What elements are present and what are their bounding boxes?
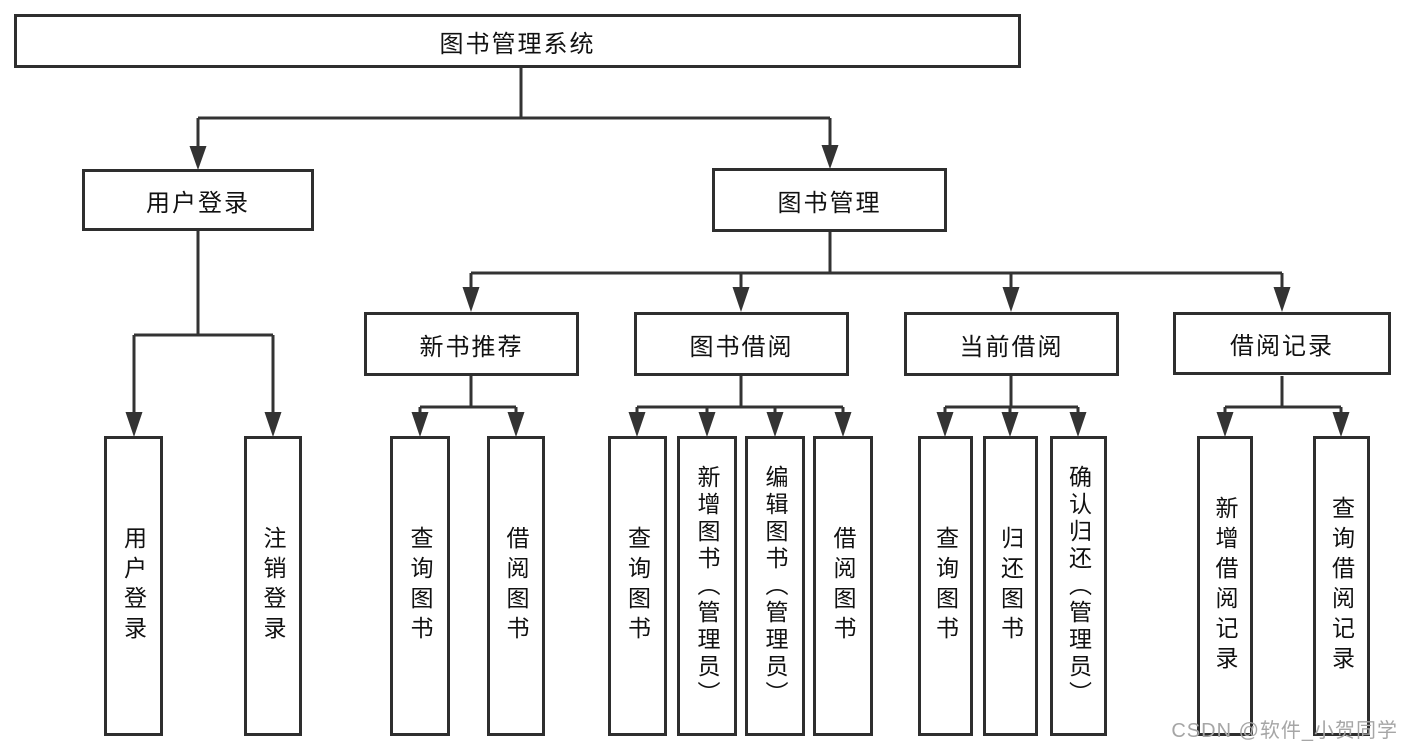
leaf-label: 新增图书（管理员） [694, 464, 720, 708]
leaf-label: 确认归还（管理员） [1065, 464, 1092, 708]
leaf-query-borrow-record: 查询借阅记录 [1313, 436, 1370, 736]
leaf-return-book: 归还图书 [983, 436, 1038, 736]
node-user-login: 用户登录 [82, 169, 314, 231]
leaf-label: 新增借阅记录 [1212, 496, 1238, 676]
node-borrow-record-label: 借阅记录 [1230, 333, 1334, 360]
leaf-borrow-book: 借阅图书 [813, 436, 873, 736]
leaf-label: 编辑图书（管理员） [762, 464, 788, 708]
arrowheads [125, 145, 1350, 437]
node-book-mgmt: 图书管理 [712, 168, 947, 232]
leaf-label: 注销登录 [260, 526, 286, 646]
leaf-logout: 注销登录 [244, 436, 302, 736]
node-current-borrow: 当前借阅 [904, 312, 1119, 376]
leaf-current-query-book: 查询图书 [918, 436, 973, 736]
leaf-add-borrow-record: 新增借阅记录 [1197, 436, 1253, 736]
leaf-rec-query-book: 查询图书 [390, 436, 450, 736]
leaf-edit-book-admin: 编辑图书（管理员） [745, 436, 805, 736]
leaf-label: 查询图书 [624, 526, 651, 646]
leaf-confirm-return-admin: 确认归还（管理员） [1050, 436, 1107, 736]
leaf-add-book-admin: 新增图书（管理员） [677, 436, 737, 736]
node-book-borrow: 图书借阅 [634, 312, 849, 376]
node-root: 图书管理系统 [14, 14, 1021, 68]
leaf-rec-borrow-book: 借阅图书 [487, 436, 545, 736]
leaf-label: 查询图书 [932, 526, 959, 646]
leaf-label: 借阅图书 [503, 526, 529, 646]
tree-edges [132, 68, 1343, 416]
leaf-label: 借阅图书 [830, 526, 856, 646]
node-user-login-label: 用户登录 [146, 189, 250, 217]
leaf-borrow-query-book: 查询图书 [608, 436, 667, 736]
leaf-label: 归还图书 [997, 526, 1024, 646]
node-new-book-rec-label: 新书推荐 [419, 333, 524, 361]
node-book-mgmt-label: 图书管理 [777, 189, 882, 217]
node-root-label: 图书管理系统 [439, 30, 596, 58]
node-book-borrow-label: 图书借阅 [689, 333, 794, 361]
node-borrow-record: 借阅记录 [1173, 312, 1391, 375]
watermark: CSDN @软件_小贺同学 [1171, 720, 1398, 742]
leaf-label: 查询图书 [407, 526, 433, 646]
node-current-borrow-label: 当前借阅 [959, 333, 1064, 361]
leaf-label: 用户登录 [120, 526, 147, 646]
leaf-label: 查询借阅记录 [1328, 496, 1355, 676]
leaf-user-login: 用户登录 [104, 436, 163, 736]
node-new-book-rec: 新书推荐 [364, 312, 579, 376]
